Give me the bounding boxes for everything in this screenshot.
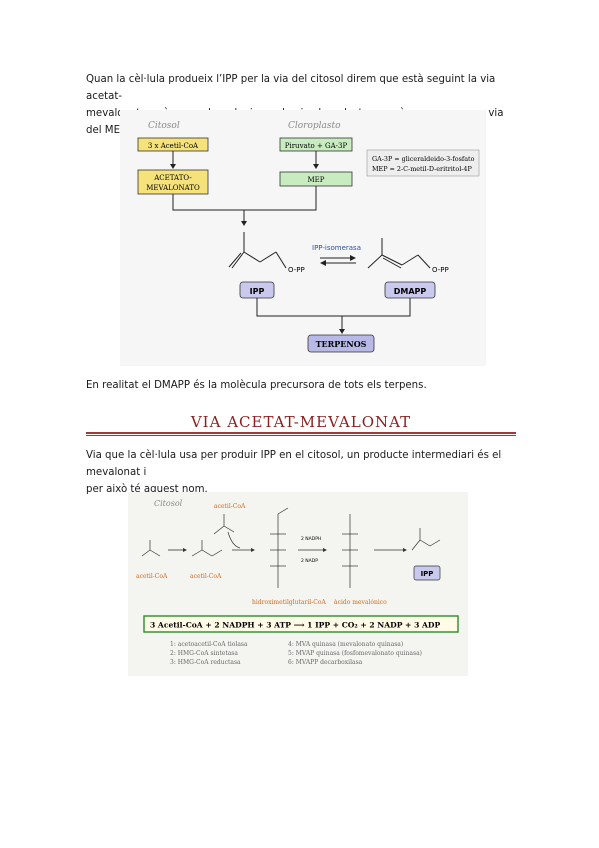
dmapp-paragraph: En realitat el DMAPP és la molècula prec…: [86, 380, 427, 391]
acetil-coa-2: acetil-CoA: [190, 573, 222, 580]
box-acetato-mevalonato: [137, 169, 209, 195]
box-mep-text: MEP: [308, 176, 325, 184]
acetyl-coa-structure-1: [141, 540, 161, 557]
acetil-coa-1: acetil-CoA: [136, 573, 168, 580]
dmapp-box-text: DMAPP: [394, 287, 427, 296]
ipp-structure-small: [411, 528, 441, 551]
mevalonate-paragraph: Via que la cèl·lula usa per produir IPP …: [86, 447, 516, 498]
fig2-ipp-box: [413, 565, 441, 581]
box-acetyl-coa-text: 3 x Acetil-CoA: [148, 142, 199, 150]
equation-box: [143, 615, 459, 633]
legend-line-2: MEP = 2-C-metil-D-eritritol-4P: [372, 165, 472, 173]
heading-rule: [86, 432, 516, 434]
acetil-coa-top: acetil-CoA: [214, 503, 246, 510]
intro-line-1: Quan la cèl·lula produeix l’IPP per la v…: [86, 74, 496, 102]
dmapp-structure: [367, 238, 431, 269]
box-pyruvate-text: Piruvato + GA-3P: [285, 142, 348, 150]
heading-rule-thin: [86, 435, 516, 436]
enzyme-4: 4: MVA quinasa (mevalonato quinasa): [288, 641, 403, 648]
legend-line-1: GA-3P = gliceraldeido-3-fosfato: [372, 155, 475, 163]
mevalonate-line-1: Via que la cèl·lula usa per produir IPP …: [86, 450, 502, 478]
enzyme-6: 6: MVAPP decarboxilasa: [288, 659, 363, 666]
ipp-pathways-diagram: Citosol Cloroplasto 3 x Acetil-CoA Piruv…: [137, 121, 480, 353]
box-aceto-line-2: MEVALONATO: [146, 184, 200, 192]
label-chloroplast: Cloroplasto: [288, 121, 341, 131]
mevalonic-label: àcido mevalónico: [334, 599, 387, 606]
acetyl-coa-structure-2: [191, 540, 223, 557]
enzyme-5: 5: MVAP quinasa (fosfomevalonato quinasa…: [288, 650, 422, 657]
hmg-coa-label: hidroximetilglutaril-CoA: [252, 599, 326, 606]
fig2-label-cytosol: Citosol: [154, 499, 183, 508]
opp-left: O-PP: [288, 266, 305, 274]
nadp-label: 2 NADP: [301, 558, 318, 564]
hmg-coa-structure: [270, 507, 289, 588]
ipp-structure: [228, 232, 287, 269]
section-heading: VIA ACETAT-MEVALONAT: [190, 413, 412, 431]
equation-text: 3 Acetil-CoA + 2 NADPH + 3 ATP ⟶ 1 IPP +…: [150, 621, 440, 630]
nadph-label: 2 NADPH: [301, 536, 321, 542]
box-aceto-line-1: ACETATO-: [153, 174, 192, 182]
label-cytosol: Citosol: [148, 121, 180, 131]
mevalonate-pathway-figure: Citosol acetil-CoA acetil-CoA acetil-CoA: [128, 492, 468, 676]
mevalonate-line-2: per això té aquest nom.: [86, 484, 208, 495]
fig2-ipp-text: IPP: [421, 570, 434, 578]
terpenos-text: TERPENOS: [316, 339, 367, 349]
isomerase-label: IPP-isomerasa: [312, 244, 361, 252]
mevalonate-pathway-diagram: Citosol acetil-CoA acetil-CoA acetil-CoA: [136, 499, 459, 666]
mevalonic-structure: [342, 514, 358, 588]
ipp-pathways-figure: Citosol Cloroplasto 3 x Acetil-CoA Piruv…: [120, 110, 486, 366]
enzyme-1: 1: acetoacetil-CoA tiolasa: [170, 641, 248, 648]
enzyme-3: 3: HMG-CoA reductasa: [170, 659, 241, 666]
ipp-box-text: IPP: [250, 287, 265, 296]
opp-right: O-PP: [432, 266, 449, 274]
terpenos-box: [307, 334, 375, 353]
legend-box: [366, 149, 480, 177]
enzyme-2: 2: HMG-CoA sintetasa: [170, 650, 238, 657]
